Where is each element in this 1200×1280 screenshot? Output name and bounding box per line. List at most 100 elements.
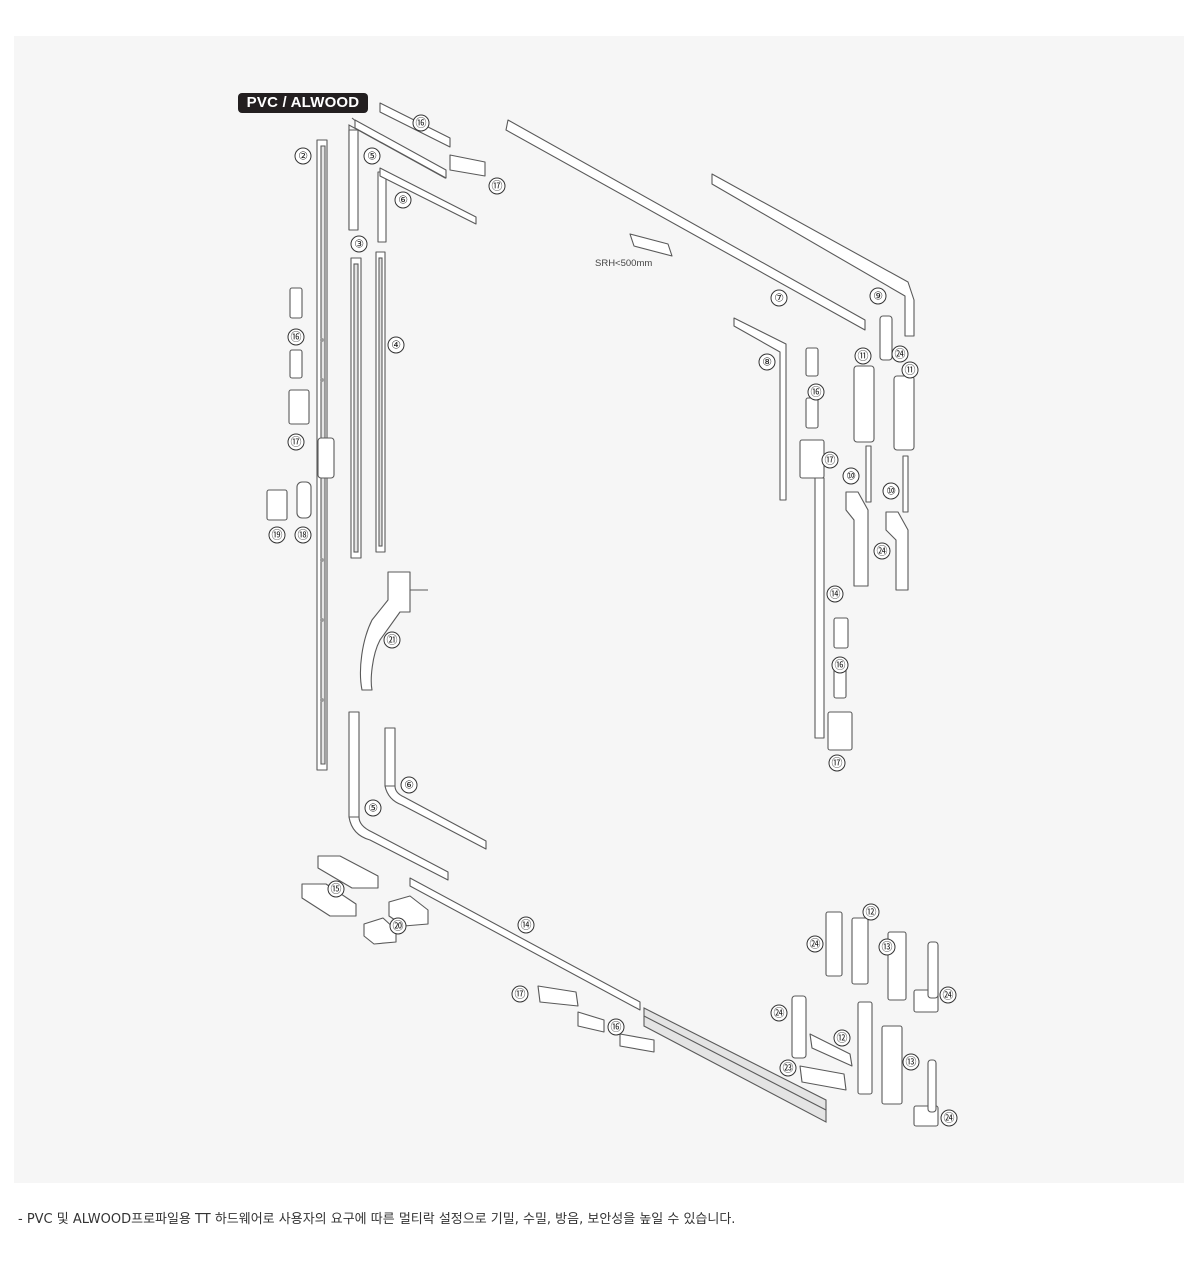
callout-12: ⑫ xyxy=(833,1029,851,1047)
svg-text:㉔: ㉔ xyxy=(944,1112,955,1125)
brand-badge: PVC / ALWOOD xyxy=(238,93,368,113)
callout-16: ⑯ xyxy=(607,1018,625,1036)
callout-10: ⑩ xyxy=(842,467,860,485)
part-8-corner-right xyxy=(733,317,787,501)
part-17-top xyxy=(449,154,486,177)
part-3-rod xyxy=(350,257,362,559)
part-9-scissor xyxy=(711,173,915,337)
callout-19: ⑲ xyxy=(268,526,286,544)
svg-text:㉑: ㉑ xyxy=(387,634,398,647)
svg-text:⑱: ⑱ xyxy=(298,529,309,542)
svg-text:⑯: ⑯ xyxy=(611,1021,622,1034)
part-11-hinge xyxy=(853,365,915,451)
callout-8: ⑧ xyxy=(758,353,776,371)
svg-text:⑰: ⑰ xyxy=(515,988,526,1001)
part-16-bottom xyxy=(577,1011,655,1053)
part-6-corner-top xyxy=(377,167,477,243)
part-17-left xyxy=(288,389,310,425)
svg-text:⑫: ⑫ xyxy=(866,906,877,919)
svg-text:⑧: ⑧ xyxy=(762,356,772,369)
part-16-left xyxy=(289,287,303,379)
svg-text:⑭: ⑭ xyxy=(521,919,532,932)
callout-3: ③ xyxy=(350,235,368,253)
part-7-top-bar xyxy=(505,119,866,331)
svg-text:④: ④ xyxy=(391,339,401,352)
svg-text:⑬: ⑬ xyxy=(906,1056,917,1069)
part-4-rod xyxy=(375,251,386,553)
callout-18: ⑱ xyxy=(294,526,312,544)
part-23-bracket xyxy=(799,1033,853,1091)
part-24-cover xyxy=(791,315,939,1127)
callout-13: ⑬ xyxy=(878,938,896,956)
callout-17: ⑰ xyxy=(511,985,529,1003)
svg-text:⑳: ⑳ xyxy=(393,920,404,933)
part-14-right-vertical xyxy=(814,477,825,739)
callout-9: ⑨ xyxy=(869,287,887,305)
caption-text: - PVC 및 ALWOOD프로파일용 TT 하드웨어로 사용자의 요구에 따른… xyxy=(18,1212,736,1227)
callout-17: ⑰ xyxy=(821,451,839,469)
svg-text:㉓: ㉓ xyxy=(783,1062,794,1075)
part-rail xyxy=(643,1007,827,1123)
callout-21: ㉑ xyxy=(383,631,401,649)
part-16-right xyxy=(805,347,849,699)
part-21-handle xyxy=(359,571,428,691)
callout-14: ⑭ xyxy=(517,916,535,934)
callout-6: ⑥ xyxy=(400,776,418,794)
callout-16: ⑯ xyxy=(807,383,825,401)
part-10-pin xyxy=(865,445,909,513)
svg-text:⑫: ⑫ xyxy=(837,1032,848,1045)
callout-24: ㉔ xyxy=(770,1004,788,1022)
svg-text:⑰: ⑰ xyxy=(492,180,503,193)
callout-11: ⑪ xyxy=(854,347,872,365)
svg-text:⑪: ⑪ xyxy=(858,350,869,363)
srh-note: SRH<500mm xyxy=(595,258,652,269)
svg-text:㉔: ㉔ xyxy=(774,1007,785,1020)
svg-text:㉔: ㉔ xyxy=(810,938,821,951)
svg-text:⑤: ⑤ xyxy=(367,150,377,163)
callout-16: ⑯ xyxy=(412,114,430,132)
svg-text:⑮: ⑮ xyxy=(331,883,342,896)
diagram-panel xyxy=(14,36,1184,1183)
svg-text:㉔: ㉔ xyxy=(877,545,888,558)
part-17-right xyxy=(799,439,853,751)
callout-4: ④ xyxy=(387,336,405,354)
svg-text:⑭: ⑭ xyxy=(830,588,841,601)
callout-5: ⑤ xyxy=(363,147,381,165)
svg-text:⑯: ⑯ xyxy=(835,659,846,672)
svg-text:⑩: ⑩ xyxy=(886,485,896,498)
svg-text:⑯: ⑯ xyxy=(416,117,427,130)
svg-text:⑪: ⑪ xyxy=(905,364,916,377)
svg-text:②: ② xyxy=(298,150,308,163)
svg-text:⑨: ⑨ xyxy=(873,290,883,303)
callout-24: ㉔ xyxy=(940,1109,958,1127)
svg-text:⑯: ⑯ xyxy=(811,386,822,399)
part-5-corner-bottom xyxy=(348,711,449,881)
svg-text:⑰: ⑰ xyxy=(832,757,843,770)
svg-text:⑰: ⑰ xyxy=(825,454,836,467)
callout-11: ⑪ xyxy=(901,361,919,379)
callout-17: ⑰ xyxy=(828,754,846,772)
callout-23: ㉓ xyxy=(779,1059,797,1077)
part-14-bottom-bar xyxy=(409,877,641,1011)
svg-text:⑰: ⑰ xyxy=(291,436,302,449)
part-5-corner-top xyxy=(348,117,447,231)
callout-16: ⑯ xyxy=(287,328,305,346)
svg-text:⑬: ⑬ xyxy=(882,941,893,954)
svg-text:③: ③ xyxy=(354,238,364,251)
callout-17: ⑰ xyxy=(287,433,305,451)
callout-10: ⑩ xyxy=(882,482,900,500)
callout-20: ⑳ xyxy=(389,917,407,935)
part-6-corner-bottom xyxy=(384,727,487,850)
svg-text:⑤: ⑤ xyxy=(368,802,378,815)
callout-15: ⑮ xyxy=(327,880,345,898)
callout-24: ㉔ xyxy=(806,935,824,953)
callout-14: ⑭ xyxy=(826,585,844,603)
svg-text:⑦: ⑦ xyxy=(774,292,784,305)
callout-24: ㉔ xyxy=(873,542,891,560)
part-15 xyxy=(301,855,379,917)
svg-text:㉔: ㉔ xyxy=(895,348,906,361)
callout-6: ⑥ xyxy=(394,191,412,209)
part-13-hinge xyxy=(881,931,907,1105)
svg-text:⑲: ⑲ xyxy=(272,529,283,542)
svg-text:⑥: ⑥ xyxy=(398,194,408,207)
